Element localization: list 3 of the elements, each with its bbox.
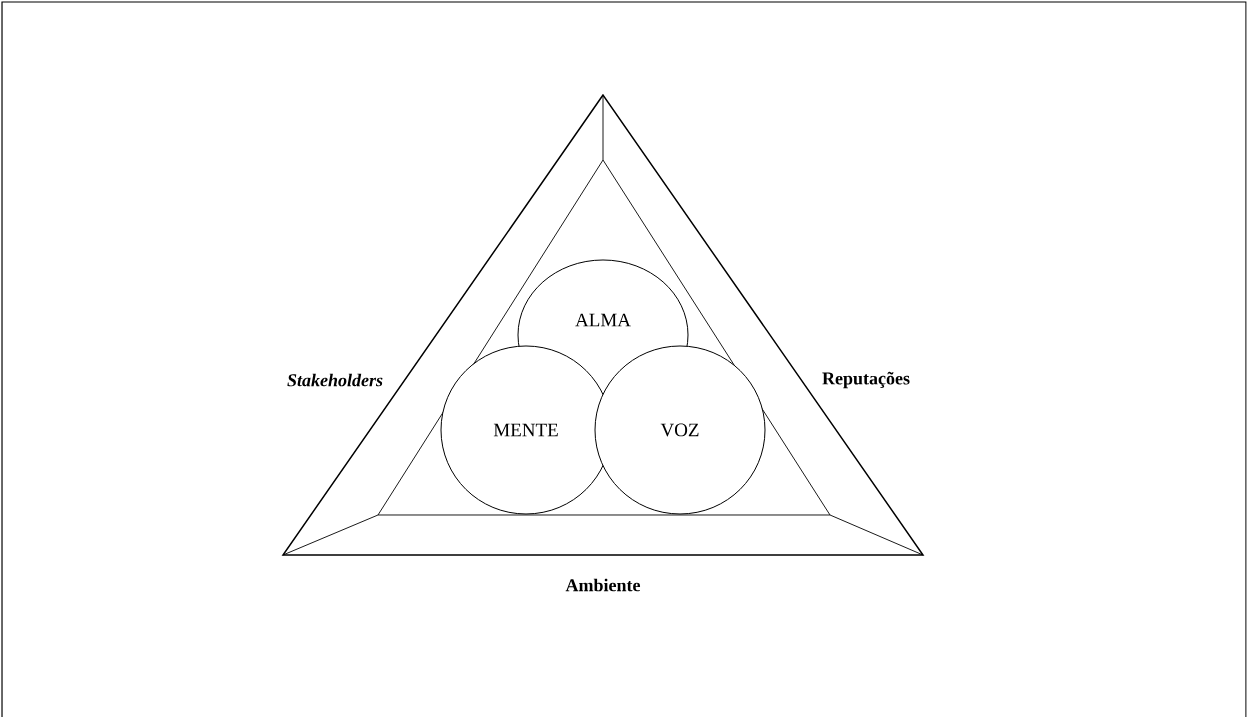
side-label: Ambiente xyxy=(565,578,641,592)
side-label: Stakeholders xyxy=(287,373,383,387)
side-label: Reputações xyxy=(822,371,910,389)
